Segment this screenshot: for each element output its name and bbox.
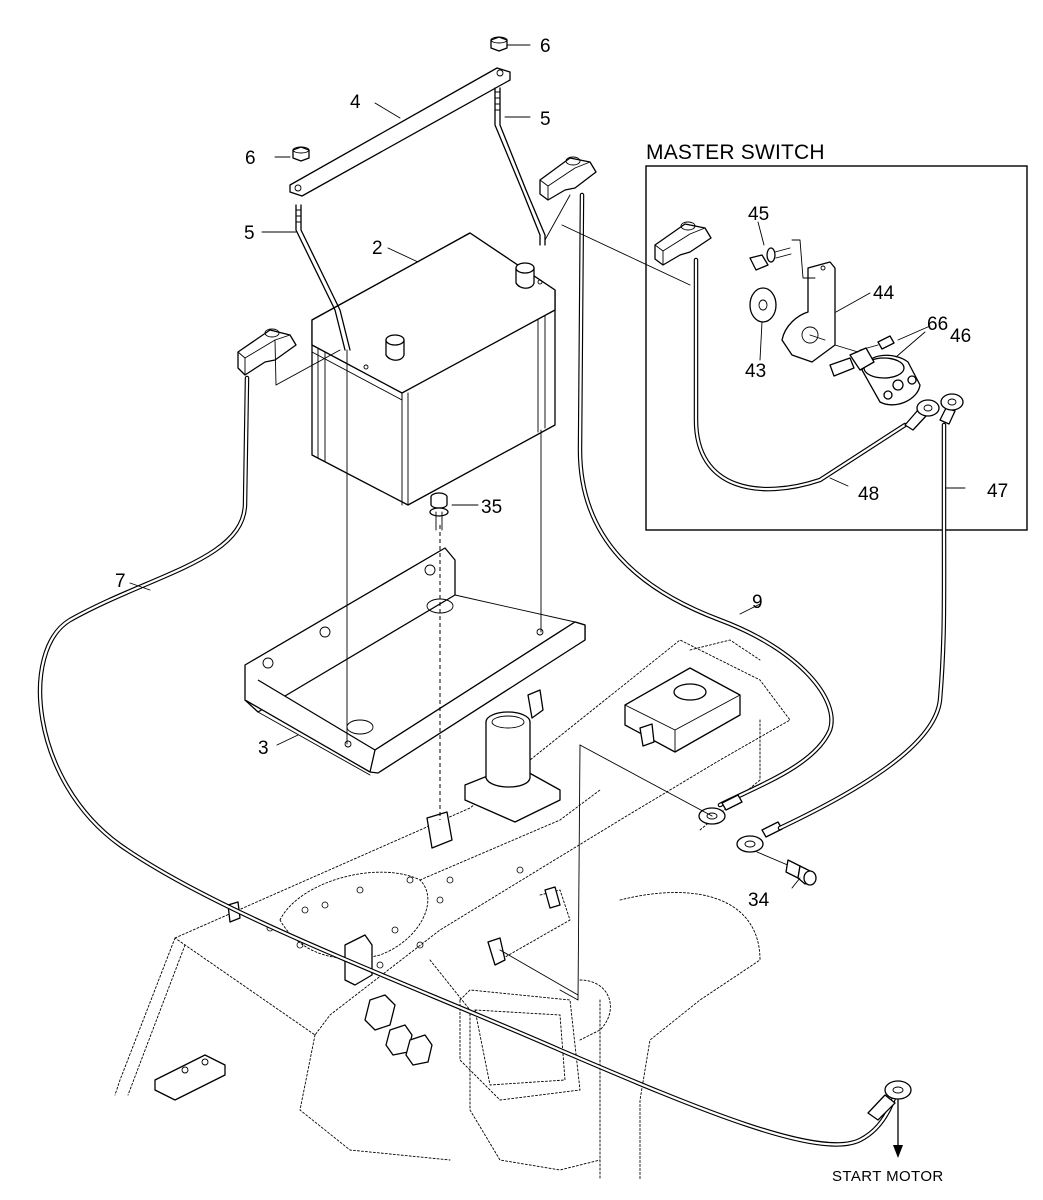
callout-5-right: 5 bbox=[540, 109, 551, 130]
frame-bolt-holes bbox=[266, 866, 524, 969]
callout-2: 2 bbox=[372, 238, 383, 259]
master-switch-inset bbox=[645, 165, 1028, 531]
callout-4: 4 bbox=[350, 92, 361, 113]
terminal-cap-7 bbox=[237, 328, 341, 386]
terminal-cap-48 bbox=[654, 221, 712, 266]
washer-43 bbox=[749, 287, 777, 323]
screw-66 bbox=[834, 335, 895, 353]
assembly-guide-lines bbox=[346, 349, 542, 820]
ring-terminal-start-motor bbox=[867, 1080, 912, 1158]
callout-47: 47 bbox=[987, 481, 1008, 502]
callout-35: 35 bbox=[481, 497, 502, 518]
ring-terminal-9 bbox=[698, 794, 743, 825]
callout-3: 3 bbox=[258, 738, 269, 759]
ring-terminal-48 bbox=[904, 399, 940, 431]
j-bolt-rod-left bbox=[295, 204, 351, 351]
j-bolt-rod-right bbox=[494, 87, 546, 246]
master-switch-title: MASTER SWITCH bbox=[646, 141, 825, 164]
callout-34: 34 bbox=[748, 890, 770, 911]
battery-tray bbox=[244, 547, 586, 776]
cable-48 bbox=[693, 257, 908, 492]
cable-7-negative bbox=[37, 375, 898, 1147]
callout-leaders bbox=[129, 44, 966, 889]
nut-top bbox=[490, 36, 508, 52]
master-switch-body bbox=[829, 347, 921, 406]
terminal-cap-9 bbox=[539, 156, 691, 286]
callout-66: 66 bbox=[927, 314, 948, 335]
relay-block bbox=[624, 667, 741, 753]
starter-solenoid bbox=[464, 689, 561, 823]
callout-7: 7 bbox=[115, 571, 126, 592]
screw-45 bbox=[749, 239, 816, 279]
bolt-34 bbox=[756, 851, 817, 886]
cable-9-positive bbox=[577, 192, 834, 808]
callout-46: 46 bbox=[950, 326, 971, 347]
frame-components bbox=[154, 811, 561, 1101]
switch-bracket bbox=[781, 261, 836, 363]
callout-45: 45 bbox=[748, 204, 769, 225]
battery bbox=[311, 232, 556, 506]
hold-down-bar bbox=[289, 67, 511, 197]
callout-9: 9 bbox=[752, 592, 763, 613]
callout-43: 43 bbox=[745, 361, 766, 382]
callout-6-left: 6 bbox=[245, 148, 256, 169]
ring-terminal-47 bbox=[736, 821, 783, 853]
callout-5-left: 5 bbox=[244, 223, 255, 244]
callout-6-top: 6 bbox=[540, 36, 551, 57]
bolt-35 bbox=[429, 492, 449, 531]
ring-terminal-47-top bbox=[939, 393, 964, 425]
callout-48: 48 bbox=[858, 484, 879, 505]
solenoid-lead-lines bbox=[499, 744, 713, 1001]
start-motor-label: START MOTOR bbox=[832, 1168, 944, 1185]
callout-44: 44 bbox=[873, 283, 895, 304]
cable-47 bbox=[777, 422, 947, 831]
nut-left bbox=[292, 146, 310, 162]
